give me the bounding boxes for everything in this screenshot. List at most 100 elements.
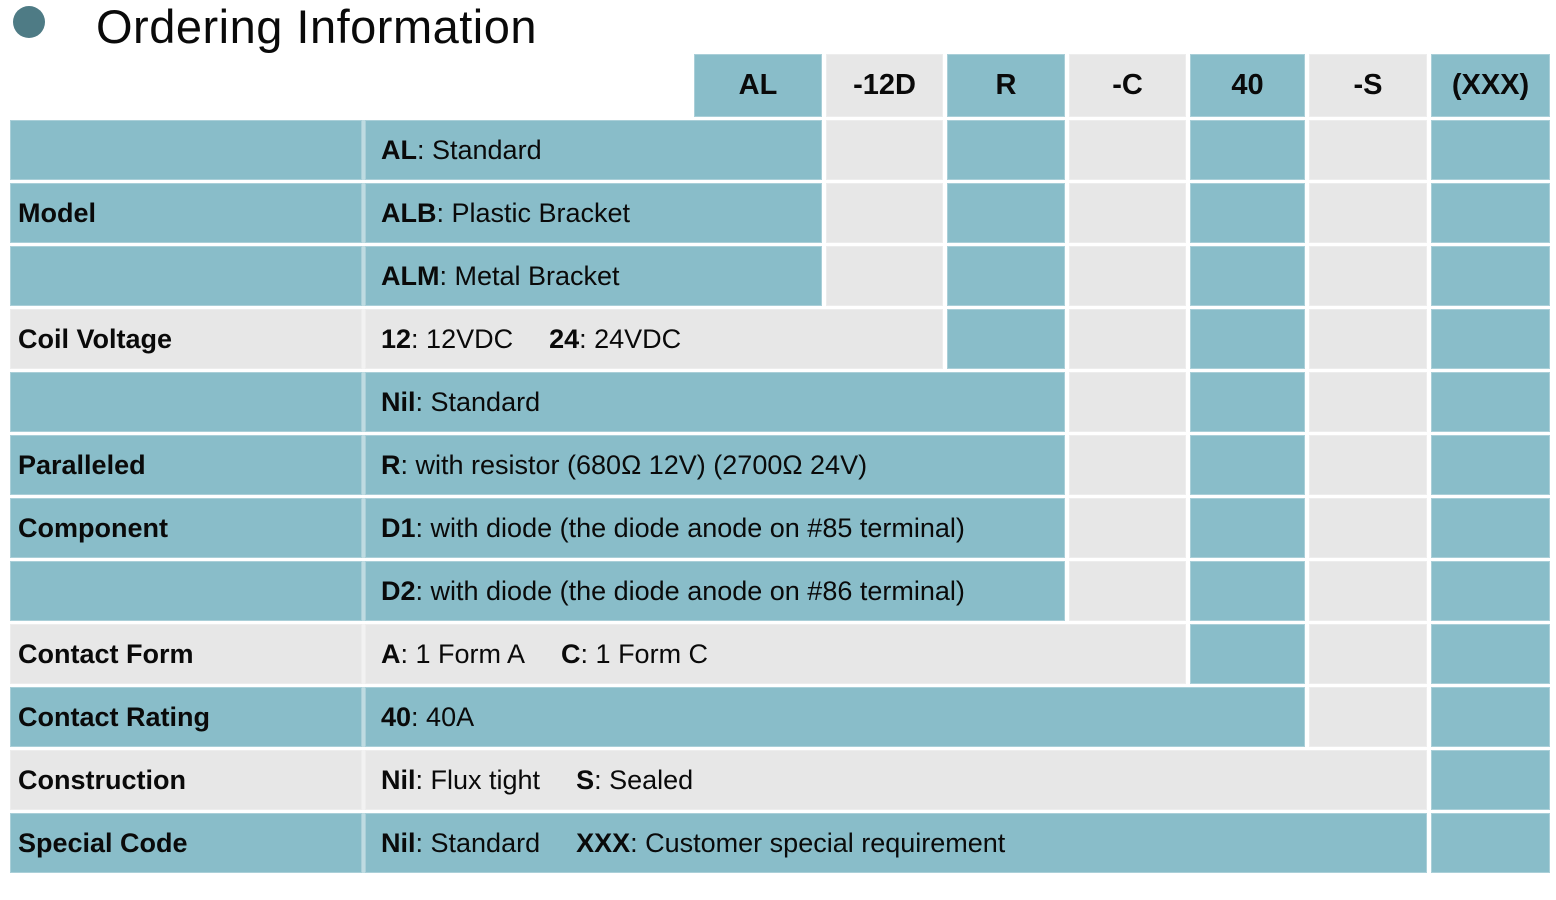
column-cell: [1427, 246, 1550, 306]
row-label: Coil Voltage: [10, 309, 362, 369]
description-text: : with diode (the diode anode on #85 ter…: [415, 512, 965, 543]
table-row: Coil Voltage 12: 12VDC 24: 24VDC: [10, 309, 1550, 369]
column-cell: [1186, 561, 1305, 621]
code-text: ALB: [381, 197, 437, 228]
column-cell: [1065, 561, 1186, 621]
column-cell: [1065, 309, 1186, 369]
column-cell: [822, 120, 943, 180]
table-row: AL: Standard: [10, 120, 1550, 180]
column-cell: [943, 246, 1065, 306]
description-text: : 12VDC: [411, 323, 514, 354]
column-cell: [1065, 435, 1186, 495]
row-description: ALB: Plastic Bracket: [362, 183, 822, 243]
column-cell: [1186, 435, 1305, 495]
description-text: : Standard: [417, 134, 542, 165]
code-text: D1: [381, 512, 416, 543]
description-text: : Metal Bracket: [439, 260, 620, 291]
column-cell: [1305, 246, 1427, 306]
column-cell: [1186, 624, 1305, 684]
code-text: D2: [381, 575, 416, 606]
column-cell: [1305, 687, 1427, 747]
code-text: Nil: [381, 764, 416, 795]
code-text: 40: [381, 701, 412, 732]
description-text: : 1 Form A: [400, 638, 526, 669]
column-cell: [1065, 120, 1186, 180]
row-description: ALM: Metal Bracket: [362, 246, 822, 306]
column-cell: [1065, 246, 1186, 306]
column-cell: [1186, 498, 1305, 558]
code-text: Nil: [381, 827, 416, 858]
column-cell: [943, 120, 1065, 180]
column-cell: [1427, 624, 1550, 684]
description-text: : 24VDC: [579, 323, 682, 354]
code-segment-cell: R: [943, 54, 1065, 117]
table-row: Contact Rating 40: 40A: [10, 687, 1550, 747]
column-cell: [1305, 498, 1427, 558]
table-row: D2: with diode (the diode anode on #86 t…: [10, 561, 1550, 621]
row-label: Contact Form: [10, 624, 362, 684]
code-text: AL: [381, 134, 417, 165]
code-segment-cell: AL: [690, 54, 822, 117]
row-label: Component: [10, 498, 362, 558]
bullet-icon: [13, 6, 45, 38]
code-text: Nil: [381, 386, 416, 417]
column-cell: [1305, 183, 1427, 243]
column-cell: [1305, 624, 1427, 684]
description-text: : Sealed: [594, 764, 694, 795]
row-label: [10, 561, 362, 621]
row-description: 40: 40A: [362, 687, 1305, 747]
table-row: Component D1: with diode (the diode anod…: [10, 498, 1550, 558]
code-text: R: [381, 449, 401, 480]
code-segment-cell: -S: [1305, 54, 1427, 117]
column-cell: [1186, 372, 1305, 432]
column-cell: [943, 183, 1065, 243]
row-label: [10, 372, 362, 432]
code-text: ALM: [381, 260, 440, 291]
row-label: Construction: [10, 750, 362, 810]
column-cell: [1305, 435, 1427, 495]
code-text: 24: [549, 323, 580, 354]
row-description: R: with resistor (680Ω 12V) (2700Ω 24V): [362, 435, 1065, 495]
column-cell: [1427, 813, 1550, 873]
column-cell: [1186, 120, 1305, 180]
description-text: : 40A: [411, 701, 475, 732]
column-cell: [1427, 309, 1550, 369]
code-segment-cell: 40: [1186, 54, 1305, 117]
table-row: ALM: Metal Bracket: [10, 246, 1550, 306]
column-cell: [822, 246, 943, 306]
column-cell: [822, 183, 943, 243]
row-description: D2: with diode (the diode anode on #86 t…: [362, 561, 1065, 621]
column-cell: [1305, 561, 1427, 621]
table-row: Nil: Standard: [10, 372, 1550, 432]
column-cell: [1427, 120, 1550, 180]
row-label: Special Code: [10, 813, 362, 873]
code-text: XXX: [576, 827, 631, 858]
column-cell: [1186, 246, 1305, 306]
column-cell: [1065, 372, 1186, 432]
code-text: 12: [381, 323, 412, 354]
column-cell: [1427, 435, 1550, 495]
column-cell: [1427, 372, 1550, 432]
column-cell: [1305, 372, 1427, 432]
column-cell: [1065, 183, 1186, 243]
description-text: : with diode (the diode anode on #86 ter…: [415, 575, 965, 606]
code-segment-cell: -C: [1065, 54, 1186, 117]
column-cell: [1427, 750, 1550, 810]
column-cell: [1065, 498, 1186, 558]
description-text: : 1 Form C: [580, 638, 709, 669]
code-text: A: [381, 638, 401, 669]
column-cell: [1186, 183, 1305, 243]
description-text: : Standard: [415, 827, 541, 858]
code-text: S: [576, 764, 595, 795]
row-label: Contact Rating: [10, 687, 362, 747]
row-label: [10, 246, 362, 306]
row-description: 12: 12VDC 24: 24VDC: [362, 309, 943, 369]
part-number-row: AL -12D R -C 40 -S (XXX): [10, 54, 1550, 117]
description-text: : Standard: [415, 386, 541, 417]
row-description: D1: with diode (the diode anode on #85 t…: [362, 498, 1065, 558]
page-title: Ordering Information: [96, 0, 538, 53]
